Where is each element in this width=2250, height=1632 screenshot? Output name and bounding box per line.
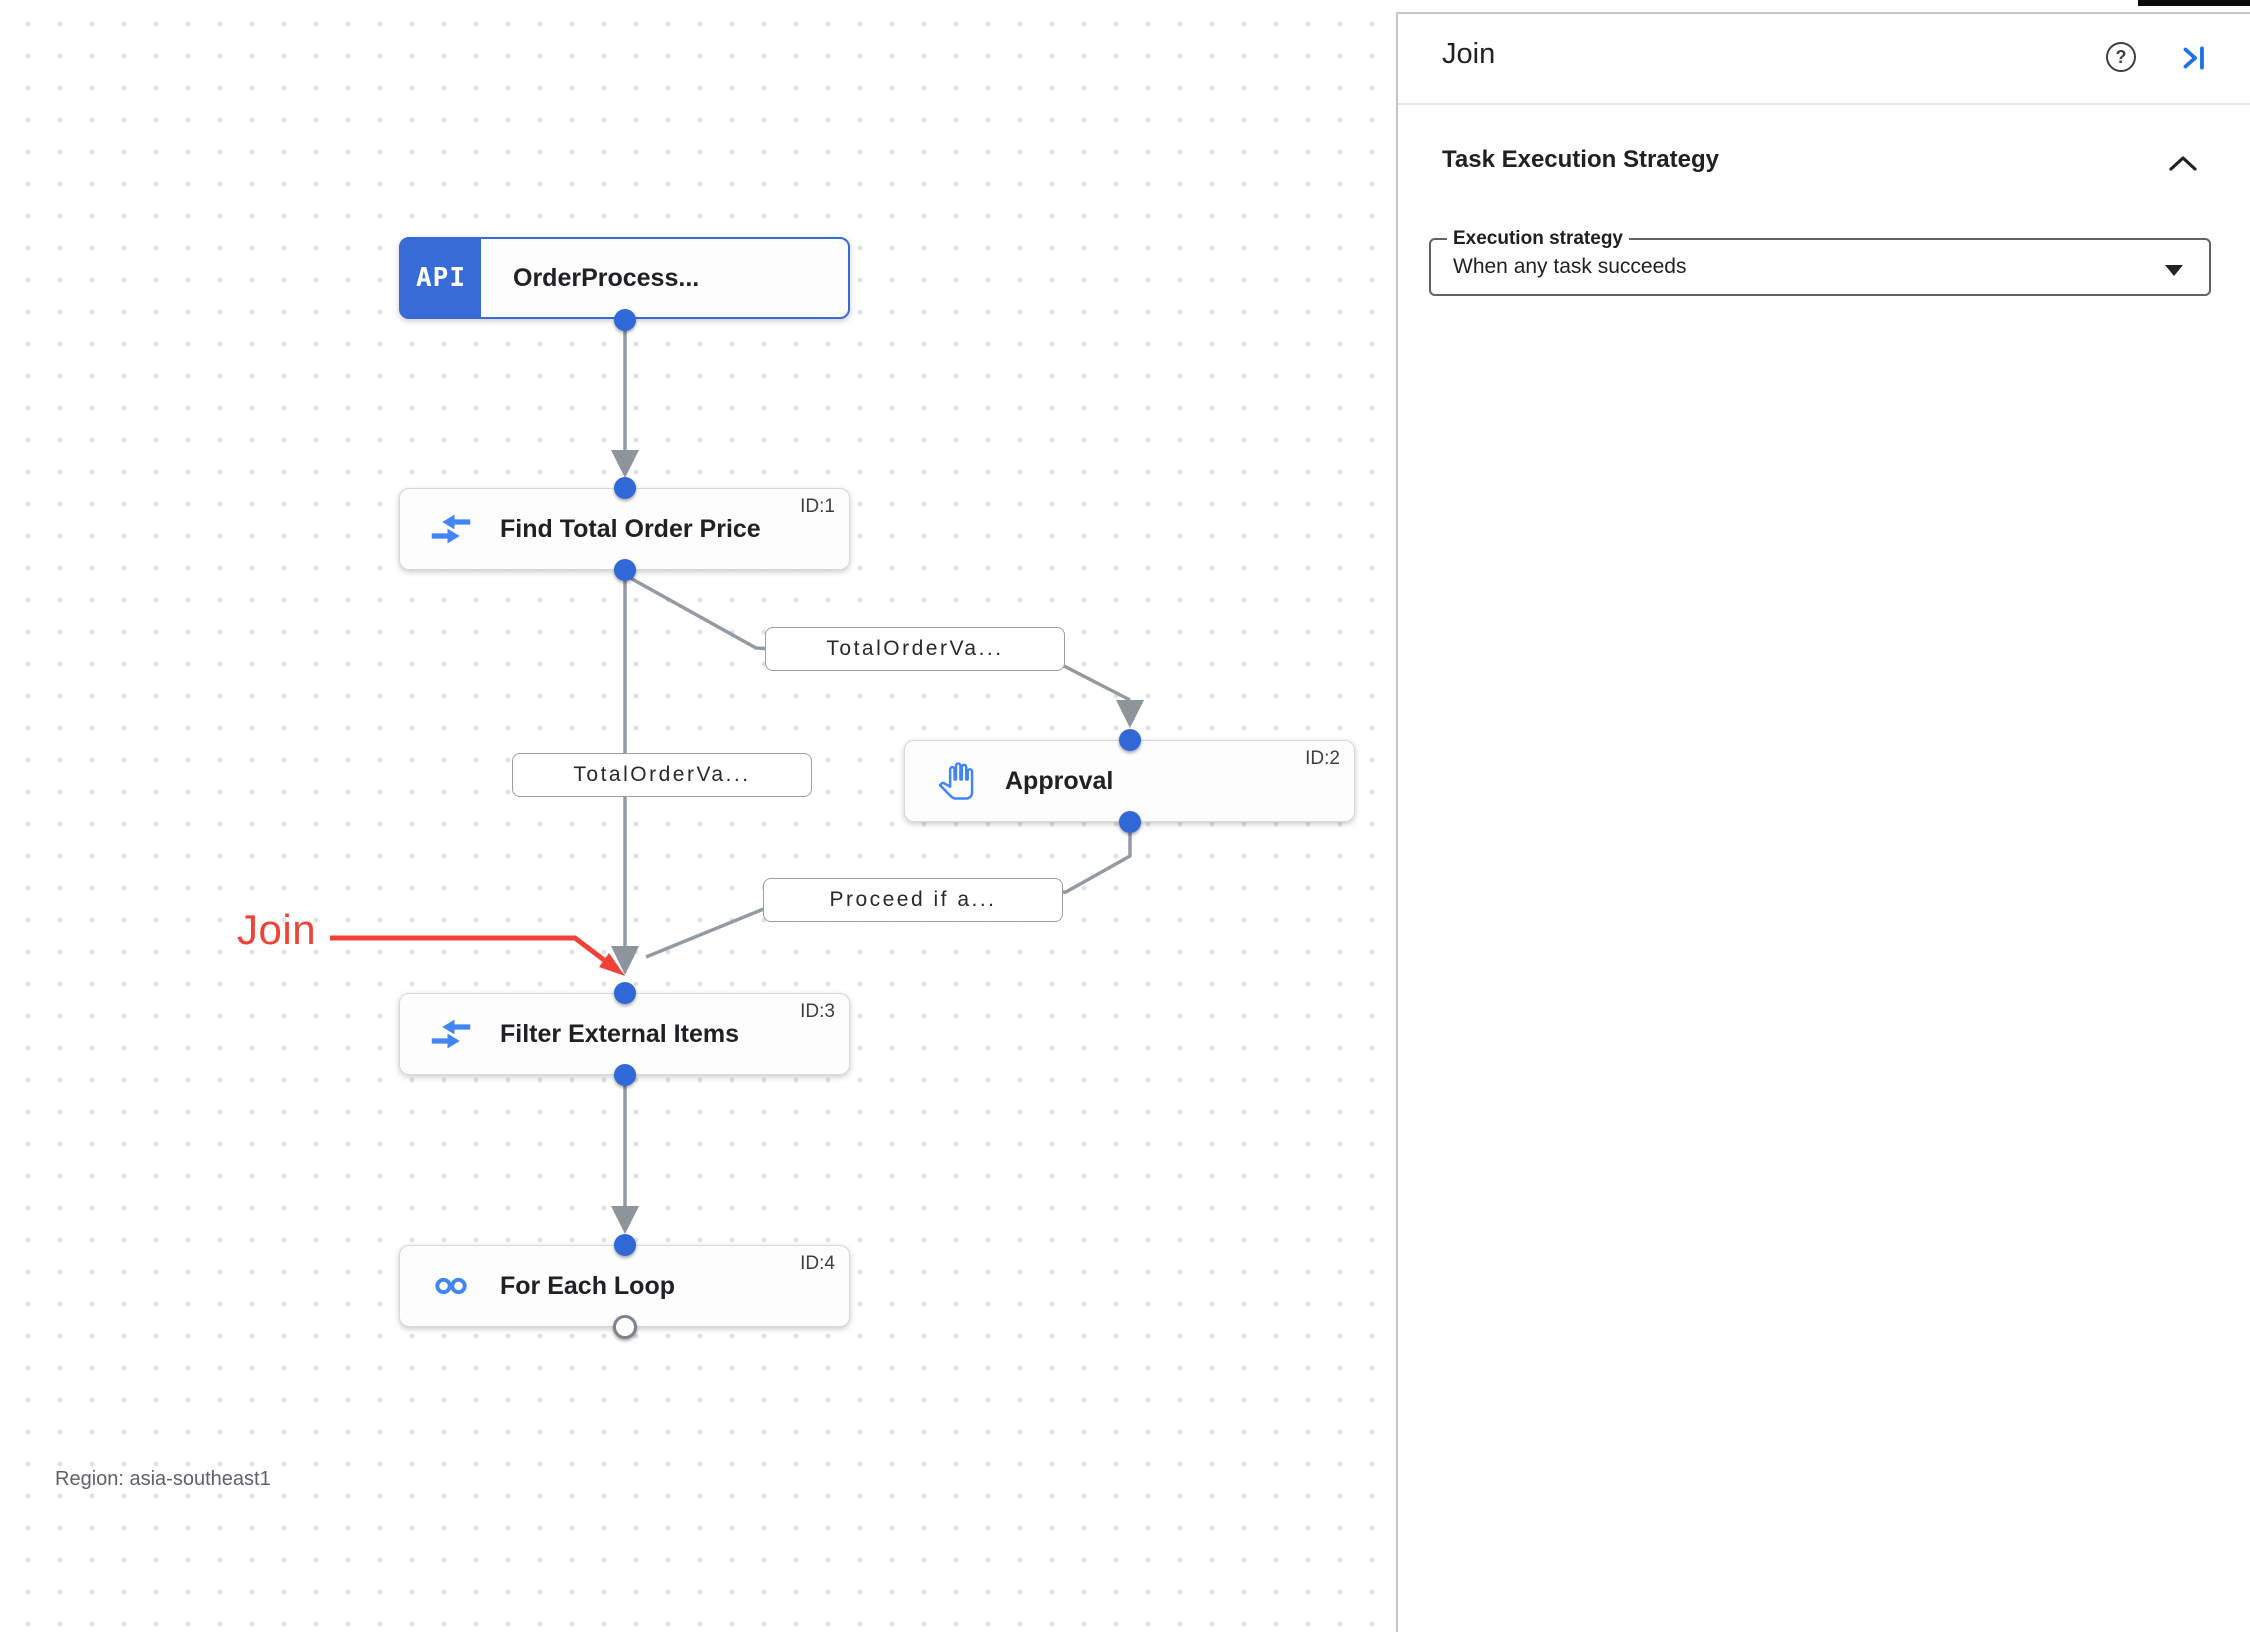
panel-left-border xyxy=(1396,12,1398,1632)
edge-label-total-order-value-2[interactable]: TotalOrderVa... xyxy=(512,753,812,797)
node-for-each-loop[interactable]: For Each Loop ID:4 xyxy=(399,1245,850,1327)
node-title: Approval xyxy=(1005,766,1114,795)
node-title: Find Total Order Price xyxy=(500,514,761,543)
browser-edge-bar xyxy=(2138,0,2250,6)
connection-dot-empty[interactable] xyxy=(613,1315,637,1339)
node-title: OrderProcess... xyxy=(513,263,700,292)
panel-top-border xyxy=(1396,12,2250,14)
node-find-total-order-price[interactable]: Find Total Order Price ID:1 xyxy=(399,488,850,570)
node-filter-external-items[interactable]: Filter External Items ID:3 xyxy=(399,993,850,1075)
node-approval[interactable]: Approval ID:2 xyxy=(904,740,1355,822)
node-id-badge: ID:3 xyxy=(800,1001,835,1022)
node-title: For Each Loop xyxy=(500,1271,675,1300)
chevron-up-icon[interactable] xyxy=(2166,152,2200,179)
edge-label-proceed-if[interactable]: Proceed if a... xyxy=(763,878,1063,922)
hand-icon xyxy=(933,758,979,804)
caret-down-icon[interactable] xyxy=(2165,263,2183,281)
connection-dot-join[interactable] xyxy=(614,982,636,1004)
panel-title: Join xyxy=(1442,38,1496,70)
arrowhead-icon xyxy=(1116,700,1144,728)
execution-strategy-select[interactable]: Execution strategy When any task succeed… xyxy=(1429,228,2211,296)
connection-dot[interactable] xyxy=(614,1234,636,1256)
arrowhead-icon xyxy=(611,946,639,975)
api-badge: API xyxy=(401,239,481,317)
node-id-badge: ID:1 xyxy=(800,496,835,517)
connection-dot[interactable] xyxy=(1119,811,1141,833)
arrowhead-icon xyxy=(611,1206,639,1234)
execution-strategy-label: Execution strategy xyxy=(1447,228,1629,250)
merge-arrows-icon xyxy=(428,506,474,552)
connection-dot[interactable] xyxy=(614,477,636,499)
region-label: Region: asia-southeast1 xyxy=(55,1468,271,1490)
keyboard-tab-icon[interactable] xyxy=(2177,41,2211,80)
node-api-trigger[interactable]: API OrderProcess... xyxy=(399,237,850,319)
execution-strategy-value: When any task succeeds xyxy=(1453,255,1687,278)
connection-dot[interactable] xyxy=(614,559,636,581)
join-annotation-label: Join xyxy=(237,906,317,953)
node-title: Filter External Items xyxy=(500,1019,739,1048)
arrowhead-icon xyxy=(611,450,639,478)
connection-dot[interactable] xyxy=(614,1064,636,1086)
node-id-badge: ID:2 xyxy=(1305,748,1340,769)
config-panel: Join ? Task Execution Strategy Execution… xyxy=(1396,0,2250,1632)
help-icon[interactable]: ? xyxy=(2106,42,2136,72)
edge-label-total-order-value-1[interactable]: TotalOrderVa... xyxy=(765,627,1065,671)
merge-arrows-icon xyxy=(428,1011,474,1057)
workflow-canvas[interactable]: TotalOrderVa... TotalOrderVa... Proceed … xyxy=(0,0,1396,1632)
connection-dot[interactable] xyxy=(1119,729,1141,751)
infinity-loop-icon xyxy=(428,1263,474,1309)
node-id-badge: ID:4 xyxy=(800,1253,835,1274)
panel-divider xyxy=(1396,103,2250,105)
help-glyph: ? xyxy=(2115,46,2127,67)
connection-dot[interactable] xyxy=(614,309,636,331)
section-title-task-execution-strategy: Task Execution Strategy xyxy=(1442,146,1719,173)
